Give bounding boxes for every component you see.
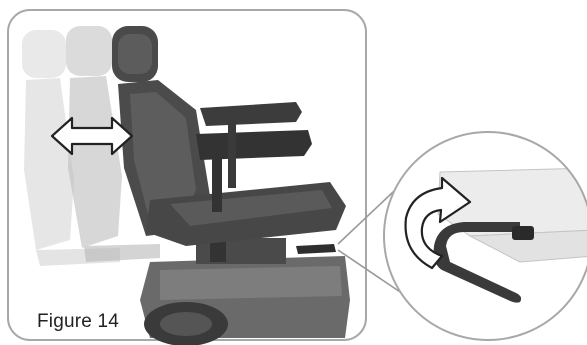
figure-caption: Figure 14 <box>37 311 119 333</box>
seat-main <box>112 26 346 254</box>
